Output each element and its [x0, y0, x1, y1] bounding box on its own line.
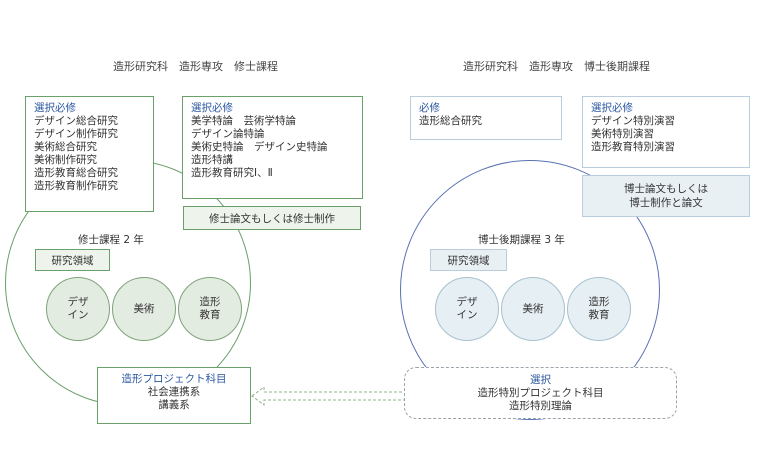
arrow-right-to-left [251, 386, 427, 406]
left-box2-line: 美術史特論 デザイン史特論 [191, 141, 328, 153]
right-field-design: デザ イン [435, 277, 499, 341]
left-project-heading: 造形プロジェクト科目 [121, 373, 227, 385]
right-thesis-box: 博士論文もしくは 博士制作と論文 [582, 175, 750, 217]
left-field-education: 造形 教育 [178, 277, 242, 341]
right-course-label: 博士後期課程 3 年 [478, 234, 565, 246]
right-box1-heading: 必修 [419, 102, 440, 114]
left-elective-box-2: 選択必修 美学特論 芸術学特論 デザイン論特論 美術史特論 デザイン史特論 造形… [182, 96, 363, 199]
left-box2-line: 美学特論 芸術学特論 [191, 115, 296, 127]
left-project-line: 講義系 [158, 399, 190, 411]
left-course-label: 修士課程 2 年 [78, 234, 144, 246]
right-required-box: 必修 造形総合研究 [410, 96, 562, 140]
left-box1-line: 造形教育総合研究 [34, 167, 118, 179]
right-elective-box: 選択必修 デザイン特別演習 美術特別演習 造形教育特別演習 [582, 96, 750, 168]
left-box2-line: デザイン論特論 [191, 128, 265, 140]
left-box1-line: デザイン総合研究 [34, 115, 118, 127]
right-title: 造形研究科 造形専攻 博士後期課程 [463, 60, 650, 73]
left-research-area-label: 研究領域 [35, 249, 110, 271]
left-box1-line: 美術総合研究 [34, 141, 97, 153]
left-elective-box-1: 選択必修 デザイン総合研究 デザイン制作研究 美術総合研究 美術制作研究 造形教… [25, 96, 154, 212]
right-box2-line: 美術特別演習 [591, 128, 654, 140]
left-box1-line: 美術制作研究 [34, 154, 97, 166]
right-box2-line: デザイン特別演習 [591, 115, 675, 127]
right-elective-heading: 選択 [530, 374, 551, 386]
left-box2-line: 造形特講 [191, 154, 233, 166]
right-elective-line: 造形特別プロジェクト科目 [477, 387, 604, 399]
right-field-education: 造形 教育 [567, 277, 631, 341]
left-box1-line: デザイン制作研究 [34, 128, 118, 140]
left-box2-line: 造形教育研究Ⅰ、Ⅱ [191, 167, 273, 179]
right-elective-line: 造形特別理論 [509, 400, 572, 412]
left-project-box: 造形プロジェクト科目 社会連携系 講義系 [97, 367, 251, 424]
left-field-design: デザ イン [46, 277, 110, 341]
left-box1-heading: 選択必修 [34, 102, 76, 114]
left-box2-heading: 選択必修 [191, 102, 233, 114]
right-box1-line: 造形総合研究 [419, 115, 482, 127]
left-title: 造形研究科 造形専攻 修士課程 [113, 60, 278, 73]
right-elective-project-box: 選択 造形特別プロジェクト科目 造形特別理論 [404, 367, 677, 419]
left-box1-line: 造形教育制作研究 [34, 180, 118, 192]
doctoral-course-circle [400, 160, 660, 420]
left-project-line: 社会連携系 [147, 386, 201, 398]
right-box2-line: 造形教育特別演習 [591, 141, 675, 153]
left-field-art: 美術 [112, 277, 176, 341]
right-box2-heading: 選択必修 [591, 102, 633, 114]
right-field-art: 美術 [501, 277, 565, 341]
right-research-area-label: 研究領域 [430, 249, 507, 271]
left-thesis-box: 修士論文もしくは修士制作 [183, 206, 361, 230]
